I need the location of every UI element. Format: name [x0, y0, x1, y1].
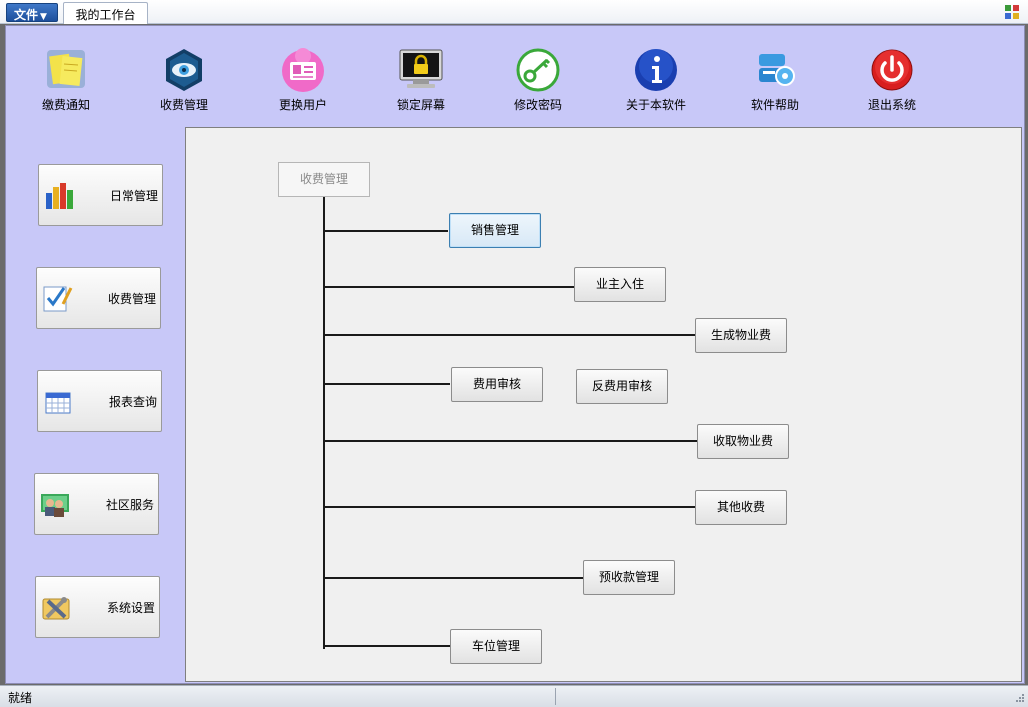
flow-trunk-line — [323, 197, 325, 649]
toolbar-label: 修改密码 — [513, 98, 562, 112]
flow-connector — [325, 506, 695, 508]
sidebar-item-report-query[interactable]: 报表查询 — [37, 370, 162, 432]
flow-connector — [325, 577, 583, 579]
fee-audit-button[interactable]: 费用审核 — [451, 367, 543, 402]
reverse-fee-audit-button[interactable]: 反费用审核 — [576, 369, 668, 404]
flow-connector — [325, 383, 450, 385]
main-window: 缴费通知 收费管理 更换用户 — [5, 25, 1025, 684]
chevron-down-icon: ▼ — [40, 12, 47, 22]
sidebar-item-label: 系统设置 — [106, 601, 155, 615]
prepayment-management-button[interactable]: 预收款管理 — [583, 560, 675, 595]
toolbar-label: 退出系统 — [867, 98, 916, 112]
menu-bar: 文件▼ 我的工作台 — [0, 0, 1028, 24]
toolbar-label: 收费管理 — [159, 98, 208, 112]
generate-property-fee-button[interactable]: 生成物业费 — [695, 318, 787, 353]
checklist-icon — [43, 286, 73, 312]
key-icon — [516, 48, 560, 92]
toolbar: 缴费通知 收费管理 更换用户 — [6, 26, 1024, 126]
flow-connector — [325, 645, 450, 647]
toolbar-exit[interactable]: 退出系统 — [852, 46, 932, 113]
user-card-icon — [282, 48, 324, 92]
sidebar-item-label: 收费管理 — [107, 292, 156, 306]
resize-grip-icon[interactable] — [1013, 693, 1025, 705]
info-icon — [635, 49, 677, 91]
status-bar: 就绪 — [0, 685, 1028, 707]
sidebar-item-label: 日常管理 — [109, 189, 158, 203]
parking-management-button[interactable]: 车位管理 — [450, 629, 542, 664]
status-separator — [555, 688, 556, 705]
toolbar-label: 关于本软件 — [625, 98, 686, 112]
toolbar-switch-user[interactable]: 更换用户 — [263, 46, 343, 113]
collect-property-fee-button[interactable]: 收取物业费 — [697, 424, 789, 459]
file-menu-button[interactable]: 文件▼ — [6, 3, 58, 22]
eye-icon — [166, 49, 202, 91]
help-icon — [759, 54, 795, 86]
people-icon — [41, 494, 69, 517]
status-text: 就绪 — [8, 691, 33, 705]
flow-connector — [325, 440, 697, 442]
toolbar-label: 缴费通知 — [41, 98, 90, 112]
calendar-icon — [45, 392, 71, 414]
flow-root-node: 收费管理 — [278, 162, 370, 197]
sidebar-item-community-service[interactable]: 社区服务 — [34, 473, 159, 535]
lock-screen-icon — [399, 49, 443, 88]
owner-check-in-button[interactable]: 业主入住 — [574, 267, 666, 302]
sidebar-item-system-settings[interactable]: 系统设置 — [35, 576, 160, 638]
app-logo-icon — [1005, 5, 1019, 19]
sidebar-item-charge-management[interactable]: 收费管理 — [36, 267, 161, 329]
flow-connector — [325, 286, 574, 288]
sidebar-item-daily-management[interactable]: 日常管理 — [38, 164, 163, 226]
power-icon — [871, 49, 913, 91]
toolbar-label: 软件帮助 — [750, 98, 799, 112]
workflow-panel: 收费管理 销售管理 业主入住 生成物业费 费用审核 反费用审核 收取物业费 其他… — [185, 127, 1022, 682]
other-charges-button[interactable]: 其他收费 — [695, 490, 787, 525]
toolbar-payment-notice[interactable]: 缴费通知 — [26, 46, 106, 113]
file-menu-label: 文件 — [14, 8, 39, 22]
flow-connector — [325, 230, 448, 232]
notes-icon — [47, 50, 85, 88]
toolbar-lock-screen[interactable]: 锁定屏幕 — [381, 46, 461, 113]
tools-icon — [42, 597, 70, 620]
flow-connector — [325, 334, 695, 336]
sales-management-button[interactable]: 销售管理 — [449, 213, 541, 248]
toolbar-label: 更换用户 — [278, 98, 327, 112]
sidebar-item-label: 社区服务 — [105, 498, 154, 512]
toolbar-label: 锁定屏幕 — [396, 98, 445, 112]
toolbar-charge-management[interactable]: 收费管理 — [144, 46, 224, 113]
sidebar-item-label: 报表查询 — [108, 395, 157, 409]
bar-chart-icon — [46, 183, 73, 209]
toolbar-help[interactable]: 软件帮助 — [735, 46, 815, 113]
toolbar-change-password[interactable]: 修改密码 — [498, 46, 578, 113]
tab-workbench[interactable]: 我的工作台 — [63, 2, 148, 24]
toolbar-about[interactable]: 关于本软件 — [616, 46, 696, 113]
